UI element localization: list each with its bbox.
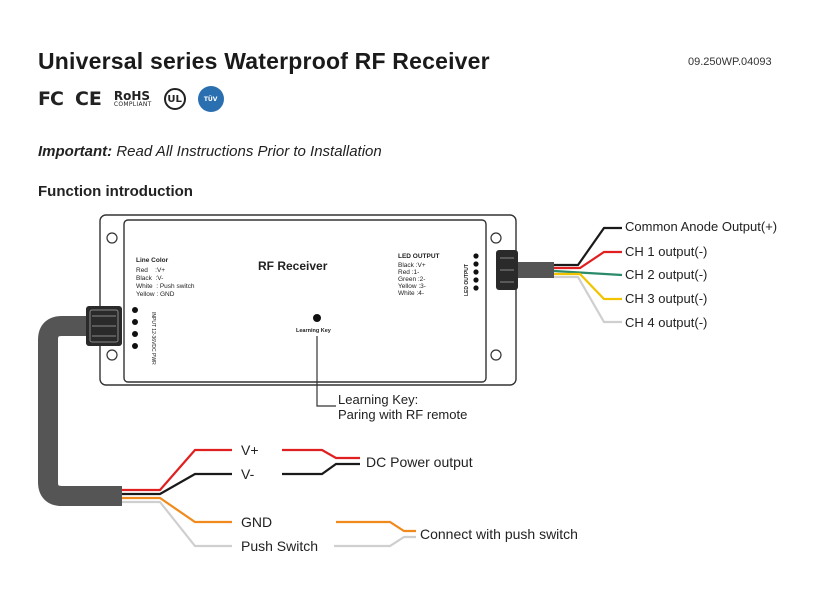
vminus-wire [122,472,232,496]
fc-logo: FC [38,88,64,110]
ch1-label: CH 1 output(-) [625,244,707,259]
vminus-label: V- [241,466,255,482]
vplus-wire-out [282,448,360,460]
learning-key-button [313,314,321,322]
ch3-wire [554,272,622,301]
mount-hole-br [490,349,502,361]
led-output-item: Red :1- [398,269,419,276]
output-terminals [473,253,479,291]
model-code: 09.250WP.04093 [688,56,772,68]
input-rating-label: INPUT 12-36VDC PWR [150,312,156,365]
input-cable [38,316,122,506]
learning-key-callout-line1: Learning Key: [338,392,418,407]
line-color-item: Red :V+ [136,267,165,274]
ch4-label: CH 4 output(-) [625,315,707,330]
output-cable-gland [496,250,518,290]
ce-logo: CE [74,88,102,110]
vplus-wire [122,448,232,492]
ch1-wire [554,250,622,270]
input-terminals [132,307,138,349]
gnd-wire-out [336,520,416,533]
led-output-item: Yellow :3- [398,283,426,290]
rohs-logo-sub: COMPLIANT [113,101,152,108]
push-switch-wire [122,500,232,548]
common-anode-label: Common Anode Output(+) [625,219,777,234]
vminus-wire-out [282,462,360,476]
certification-logos: FC CE RoHS COMPLIANT UL TÜV [38,86,224,112]
page-title: Universal series Waterproof RF Receiver [38,48,490,74]
mount-hole-tr [490,232,502,244]
connect-push-switch-label: Connect with push switch [420,526,578,542]
tuv-logo: TÜV [197,86,224,112]
led-output-heading: LED OUTPUT [398,253,440,260]
ul-logo: UL [163,88,186,110]
learning-key-callout-line [316,336,336,407]
line-color-item: Yellow : GND [136,291,175,298]
rohs-logo: RoHS COMPLIANT [114,90,152,108]
led-output-item: White :4- [398,290,424,297]
led-output-item: Black :V+ [398,262,426,269]
device-body [123,219,487,383]
led-output-item: Green :2- [398,276,425,283]
gnd-label: GND [241,514,272,530]
push-switch-wire-out [334,535,416,548]
led-output-side-label: LED OUTPUT [464,264,470,296]
learning-key-callout-line2: Paring with RF remote [338,407,467,422]
important-text: Read All Instructions Prior to Installat… [112,143,382,160]
ch2-label: CH 2 output(-) [625,267,707,282]
mount-hole-tl [106,232,118,244]
ch2-wire [553,269,623,277]
common-anode-wire [554,226,622,267]
important-label: Important: [38,143,113,160]
learning-key-label: Learning Key [296,328,332,334]
device-name: RF Receiver [258,259,328,273]
gnd-wire [122,496,232,524]
rohs-logo-text: RoHS [113,89,151,103]
ch4-wire [554,275,622,324]
output-cable [516,262,554,278]
dc-power-label: DC Power output [366,454,473,470]
vplus-label: V+ [241,442,259,458]
ch3-label: CH 3 output(-) [625,291,707,306]
section-title: Function introduction [38,183,193,200]
mount-hole-bl [106,349,118,361]
input-cable-gland [86,306,122,346]
important-notice: Important: Read All Instructions Prior t… [38,143,382,160]
line-color-heading: Line Color [136,257,169,264]
push-switch-label: Push Switch [241,538,318,554]
line-color-item: White : Push switch [136,283,195,290]
line-color-item: Black :V- [136,275,163,282]
